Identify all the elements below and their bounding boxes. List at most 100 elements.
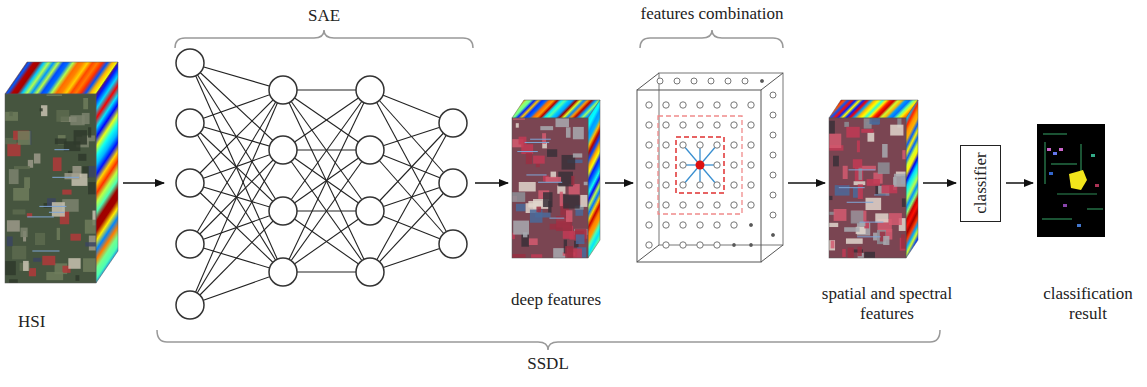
image-patch: [519, 137, 527, 145]
image-patch: [12, 246, 26, 260]
image-patch: [40, 108, 43, 111]
image-patch: [34, 153, 41, 163]
neuron: [356, 136, 384, 164]
caption-label: spatial and spectral features: [817, 284, 957, 323]
network-weight: [283, 211, 370, 272]
map-road: [1044, 142, 1045, 184]
box-label: classifier: [971, 152, 991, 213]
map-road: [1043, 133, 1067, 134]
pixel-dot: [646, 102, 652, 108]
pixel-dot: [771, 233, 774, 236]
cube-side-face: [96, 62, 118, 283]
image-patch: [23, 261, 29, 271]
pixel-dot: [714, 222, 720, 228]
image-patch: [5, 112, 18, 121]
image-patch: [834, 209, 847, 221]
neuron: [176, 49, 204, 77]
hsi-cube: HSI: [5, 62, 118, 283]
feature-cube: spatial and spectral features: [829, 100, 918, 258]
image-patch: [565, 246, 573, 258]
pixel-dot: [731, 202, 737, 208]
pixel-dot: [680, 242, 686, 248]
caption-label: HSI: [18, 312, 88, 332]
image-patch: [857, 140, 860, 152]
image-patch: [513, 118, 525, 120]
image-front: [829, 118, 906, 258]
image-patch: [546, 177, 562, 182]
flow-arrow: [123, 182, 164, 184]
image-patch: [842, 249, 845, 257]
pixel-dot: [731, 122, 737, 128]
image-patch: [882, 144, 887, 158]
pixel-dot: [680, 222, 686, 228]
image-patch: [858, 184, 863, 199]
image-patch: [883, 236, 889, 245]
pixel-dot: [646, 182, 652, 188]
image-patch: [584, 182, 588, 185]
image-patch: [894, 174, 906, 187]
image-patch: [47, 94, 63, 96]
image-patch: [901, 234, 906, 248]
flow-arrow: [475, 182, 508, 184]
map-road: [1087, 208, 1103, 209]
pixel-dot: [770, 132, 776, 138]
pixel-dot: [663, 222, 669, 228]
cube-front-outline: [829, 118, 906, 258]
cube-back-outline: [659, 73, 783, 245]
map-patch: [1095, 184, 1099, 187]
image-front: [512, 118, 588, 258]
pixel-dot: [663, 102, 669, 108]
image-patch: [878, 162, 890, 174]
image-patch: [846, 238, 863, 243]
neighborhood-grid: features combination: [637, 73, 783, 262]
cube-front-outline: [637, 90, 761, 262]
image-stripe: [32, 251, 59, 252]
caption-label: SAE: [284, 6, 364, 26]
image-patch: [540, 126, 553, 130]
image-patch: [536, 207, 541, 213]
pixel-dot: [770, 112, 776, 118]
group-bracket: [157, 330, 940, 350]
sae-network-art: [168, 48, 470, 320]
network-weight: [190, 90, 283, 123]
network-weight: [370, 183, 453, 272]
image-patch: [890, 125, 903, 136]
feature-cube-art: [829, 100, 918, 258]
image-patch: [857, 247, 861, 256]
flow-arrow: [788, 182, 825, 184]
cube-side-face: [906, 100, 918, 258]
flow-arrow: [923, 182, 956, 184]
image-patch: [88, 182, 96, 194]
map-patch: [1059, 148, 1063, 151]
map-road: [1057, 193, 1097, 194]
image-patch: [533, 156, 545, 164]
image-patch: [829, 121, 835, 134]
image-patch: [573, 153, 582, 157]
pixel-dot: [731, 222, 737, 228]
image-patch: [7, 220, 20, 231]
sae-network: SAE: [168, 48, 470, 320]
image-patch: [85, 242, 96, 246]
pixel-dot: [663, 122, 669, 128]
image-patch: [566, 127, 571, 137]
image-patch: [829, 196, 832, 200]
image-patch: [864, 252, 875, 258]
image-patch: [543, 192, 552, 207]
pixel-dot: [748, 202, 754, 208]
image-patch: [571, 176, 574, 186]
image-patch: [869, 118, 879, 124]
image-patch: [70, 115, 84, 125]
network-weight: [190, 211, 283, 305]
caption-label: features combination: [627, 4, 797, 24]
pixel-dot: [646, 202, 652, 208]
image-ground: [512, 118, 588, 258]
pixel-dot: [663, 242, 669, 248]
image-patch: [55, 138, 67, 144]
image-patch: [62, 190, 71, 195]
image-patch: [867, 133, 874, 142]
pixel-dot: [749, 243, 752, 246]
neuron: [176, 109, 204, 137]
image-patch: [516, 204, 526, 212]
neuron: [356, 197, 384, 225]
image-stripe: [54, 149, 69, 150]
